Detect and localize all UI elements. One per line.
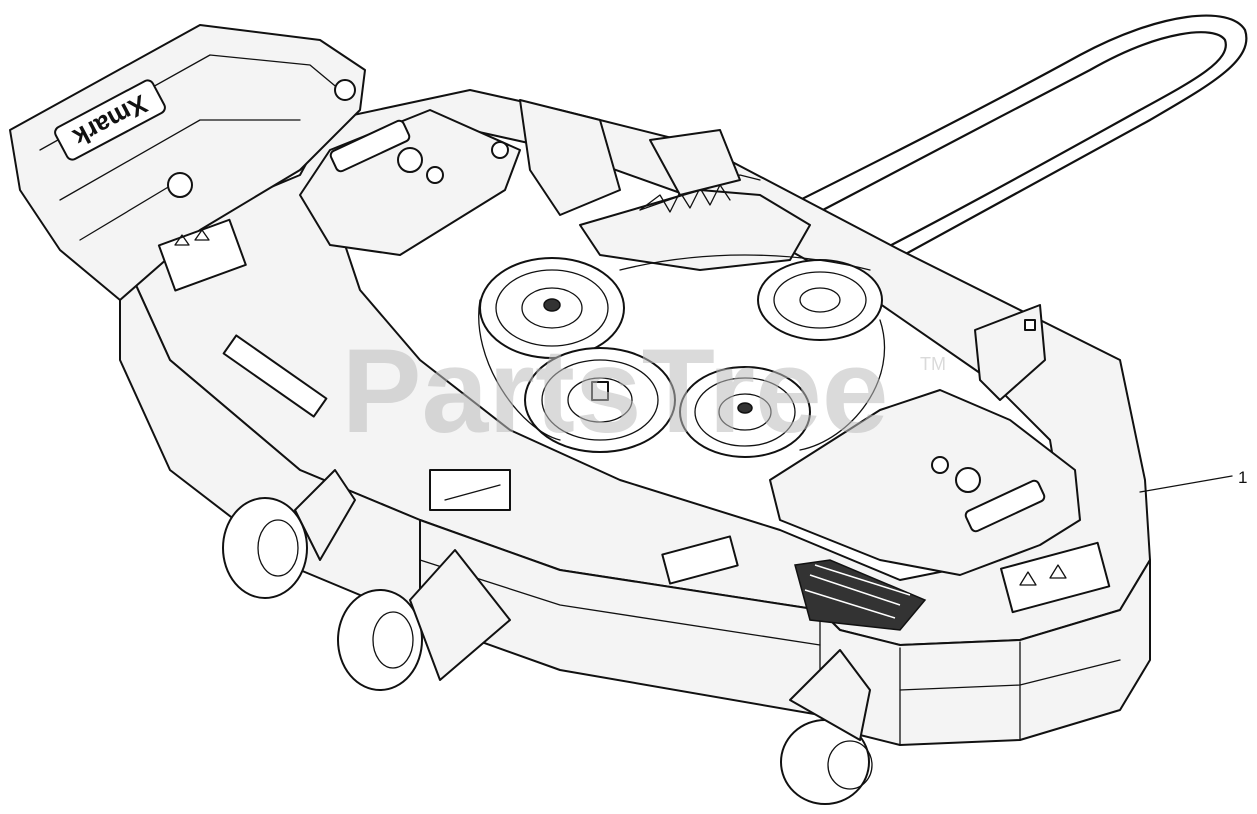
- housing-knob: [955, 467, 981, 493]
- mower-belt[interactable]: [478, 254, 886, 451]
- safety-decal-center: [429, 469, 511, 511]
- watermark-text: PartsTree: [341, 324, 888, 458]
- pulley-upper-left[interactable]: [479, 257, 625, 359]
- drive-belt[interactable]: [788, 14, 1248, 292]
- callout-number: 1: [1238, 468, 1247, 487]
- pulley-center[interactable]: [524, 347, 676, 453]
- housing-knob: [397, 147, 423, 173]
- watermark-trademark: TM: [920, 354, 946, 374]
- deck-grate: [794, 559, 927, 631]
- pulley-center-right[interactable]: [679, 366, 811, 458]
- left-spindle-housing[interactable]: [299, 109, 521, 256]
- callout-1[interactable]: 1: [1139, 468, 1247, 493]
- caster-wheel-left-front[interactable]: [337, 549, 511, 691]
- side-decal-strip: [222, 334, 328, 418]
- discharge-deflector[interactable]: Xmark: [9, 24, 366, 301]
- safety-decal-front: [661, 535, 739, 585]
- safety-decal-right: [1000, 541, 1111, 614]
- callout-leader-line: [1139, 475, 1233, 493]
- caster-wheel-left-rear[interactable]: [222, 469, 356, 599]
- caster-wheel-right-front[interactable]: [780, 649, 873, 805]
- watermark: PartsTree TM: [341, 324, 946, 458]
- idler-arm-assembly[interactable]: [519, 99, 1046, 401]
- safety-decal-left: [157, 218, 247, 292]
- right-spindle-housing[interactable]: [769, 389, 1081, 576]
